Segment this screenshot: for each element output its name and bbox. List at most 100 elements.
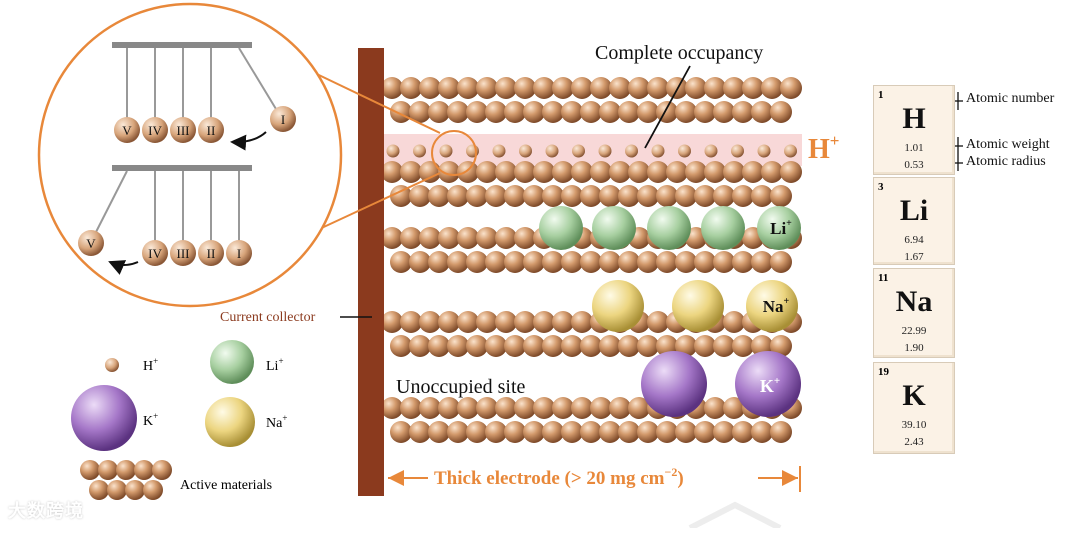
- element-weight: 6.94: [904, 234, 924, 246]
- active-material-bead: [713, 421, 735, 443]
- active-material-bead: [590, 77, 612, 99]
- atomic-radius-label: Atomic radius: [966, 154, 1046, 169]
- active-material-bead: [514, 311, 536, 333]
- active-material-bead: [495, 227, 517, 249]
- active-material-bead: [732, 101, 754, 123]
- active-material-bead: [409, 335, 431, 357]
- active-material-bead: [438, 77, 460, 99]
- cradle-ball-label: IV: [148, 246, 162, 261]
- cradle-string: [95, 170, 128, 233]
- li-plus-ion: [647, 206, 691, 250]
- active-material-bead: [761, 161, 783, 183]
- element-symbol: K: [902, 379, 926, 412]
- cradle-bottom-bar: [112, 165, 252, 171]
- active-material-bead: [428, 421, 450, 443]
- active-material-bead: [732, 335, 754, 357]
- current-collector-bar: [358, 48, 384, 496]
- active-material-bead: [713, 335, 735, 357]
- legend-bead: [98, 460, 118, 480]
- active-material-bead: [780, 77, 802, 99]
- active-material-bead: [713, 101, 735, 123]
- active-material-bead: [428, 251, 450, 273]
- active-material-bead: [637, 335, 659, 357]
- active-material-bead: [400, 397, 422, 419]
- element-symbol: H: [902, 102, 926, 135]
- active-material-bead: [447, 185, 469, 207]
- active-material-bead: [504, 185, 526, 207]
- active-material-bead: [447, 421, 469, 443]
- active-material-bead: [694, 421, 716, 443]
- atomic-number-label: Atomic number: [966, 91, 1055, 106]
- legend-bead: [143, 480, 163, 500]
- active-material-bead: [694, 185, 716, 207]
- active-material-bead: [485, 101, 507, 123]
- active-material-bead: [428, 101, 450, 123]
- active-material-bead: [428, 185, 450, 207]
- active-material-bead: [542, 421, 564, 443]
- element-number: 1: [878, 89, 884, 101]
- active-material-bead: [552, 397, 574, 419]
- active-material-bead: [542, 101, 564, 123]
- active-material-bead: [495, 161, 517, 183]
- active-material-bead: [457, 227, 479, 249]
- active-material-bead: [770, 185, 792, 207]
- cradle-ball: [78, 230, 104, 256]
- active-material-bead: [523, 251, 545, 273]
- active-material-bead: [656, 251, 678, 273]
- legend-active-label: Active materials: [180, 478, 272, 493]
- active-material-bead: [504, 101, 526, 123]
- active-material-bead: [514, 227, 536, 249]
- cradle-ball: [226, 240, 252, 266]
- active-material-bead: [409, 185, 431, 207]
- active-material-bead: [647, 311, 669, 333]
- active-material-bead: [561, 421, 583, 443]
- active-material-bead: [723, 397, 745, 419]
- bottom-decoration: [688, 501, 782, 531]
- h-plus-label: H+: [808, 131, 839, 165]
- element-number: 11: [878, 272, 889, 284]
- active-material-bead: [542, 335, 564, 357]
- legend-active-swatch: [80, 460, 172, 500]
- active-material-bead: [685, 77, 707, 99]
- active-material-bead: [400, 227, 422, 249]
- cradle-ball: [170, 240, 196, 266]
- active-material-bead: [599, 251, 621, 273]
- h-plus-ion: [757, 144, 771, 158]
- active-material-bead: [751, 421, 773, 443]
- active-material-bead: [590, 161, 612, 183]
- ion-label: Na+: [763, 296, 790, 316]
- active-material-bead: [580, 421, 602, 443]
- active-material-bead: [666, 161, 688, 183]
- cradle-ball-label: III: [177, 123, 190, 138]
- active-material-bead: [390, 101, 412, 123]
- active-material-bead: [438, 161, 460, 183]
- active-material-bead: [533, 77, 555, 99]
- cradle-ball-label: II: [207, 246, 216, 261]
- active-material-bead: [694, 335, 716, 357]
- active-material-bead: [409, 251, 431, 273]
- active-material-bead: [457, 311, 479, 333]
- large-ions: Li+Na+K+: [539, 206, 801, 417]
- active-material-bead: [419, 227, 441, 249]
- active-material-bead: [419, 311, 441, 333]
- active-material-bead: [495, 397, 517, 419]
- element-weight: 39.10: [901, 419, 927, 431]
- cradle-ball: [142, 117, 168, 143]
- li-plus-ion: [701, 206, 745, 250]
- active-material-bead: [580, 251, 602, 273]
- active-material-bead: [447, 251, 469, 273]
- active-material-bead: [647, 77, 669, 99]
- h-plus-ion-row: [386, 144, 797, 158]
- active-material-bead: [457, 161, 479, 183]
- active-material-bead: [438, 227, 460, 249]
- active-material-bead: [504, 251, 526, 273]
- active-material-bead: [656, 185, 678, 207]
- active-material-bead: [514, 77, 536, 99]
- h-plus-ion: [572, 144, 585, 158]
- active-material-bead: [419, 161, 441, 183]
- active-material-bead: [571, 77, 593, 99]
- active-material-bead: [476, 161, 498, 183]
- active-material-bead: [751, 101, 773, 123]
